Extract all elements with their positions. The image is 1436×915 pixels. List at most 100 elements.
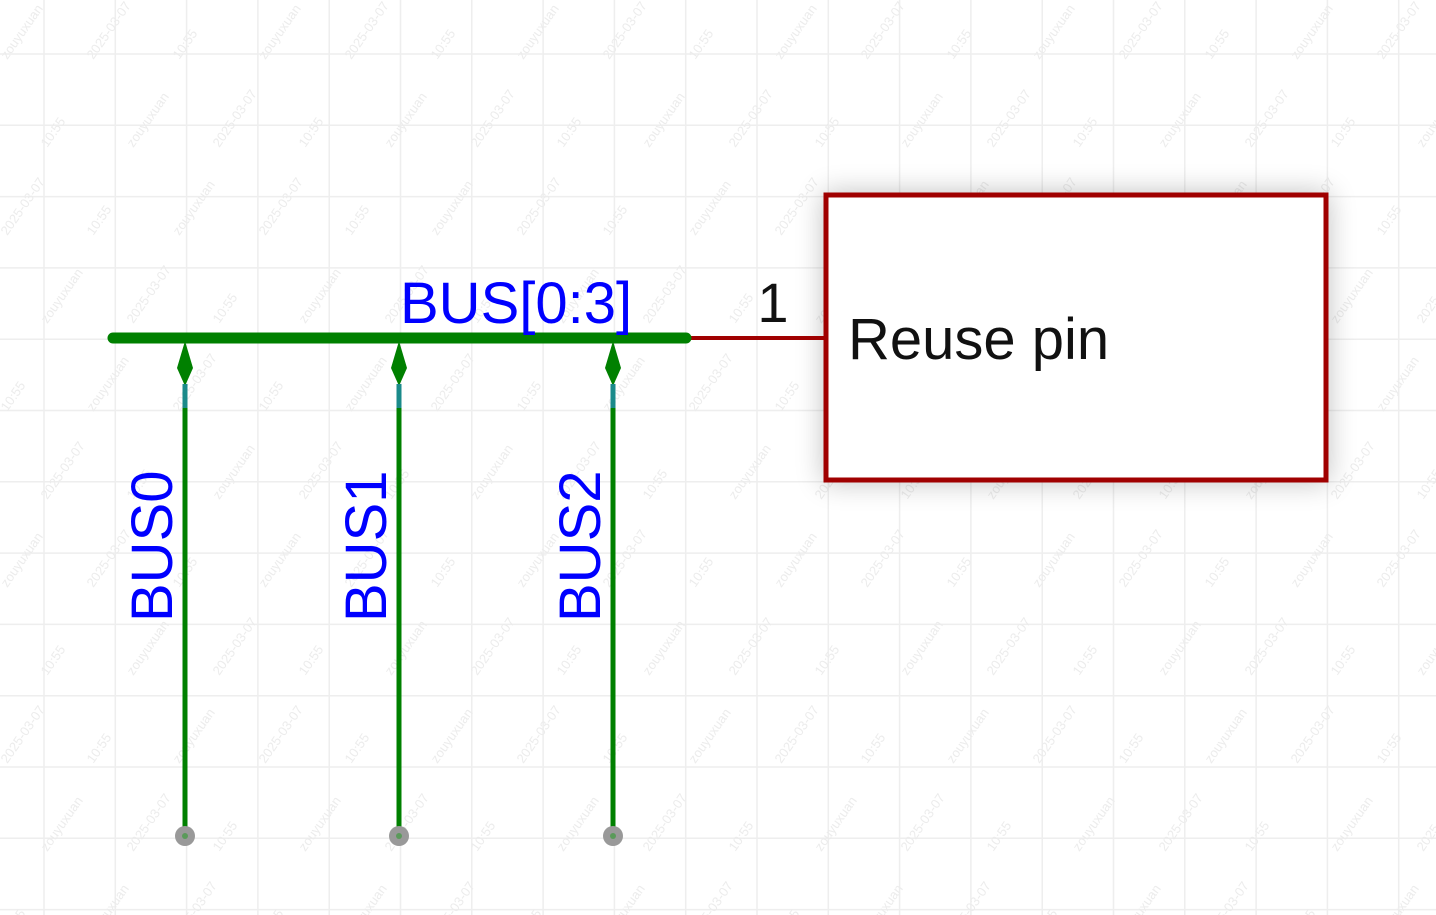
watermark-text: zouyuxuan bbox=[639, 90, 687, 150]
watermark-text: 2025-03-07 bbox=[513, 703, 563, 766]
watermark-text: zouyuxuan bbox=[295, 266, 343, 326]
component-name: Reuse pin bbox=[848, 307, 1109, 372]
watermark-text: 10:55 bbox=[599, 202, 630, 237]
watermark-text: 10:55 bbox=[553, 114, 584, 149]
watermark-text: zouyuxuan bbox=[169, 178, 217, 238]
bus-entry[interactable]: BUS0 bbox=[120, 341, 195, 846]
watermark-text: zouyuxuan bbox=[553, 794, 601, 854]
watermark-text: zouyuxuan bbox=[381, 618, 429, 678]
watermark-text: 2025-03-07 bbox=[123, 263, 173, 326]
watermark-text: zouyuxuan bbox=[83, 354, 131, 414]
watermark-text: zouyuxuan bbox=[725, 442, 773, 502]
component-body[interactable] bbox=[823, 192, 1329, 483]
watermark-text: 2025-03-07 bbox=[771, 703, 821, 766]
watermark-text: zouyuxuan bbox=[1069, 794, 1117, 854]
watermark-text: zouyuxuan bbox=[123, 90, 171, 150]
watermark-text: 10:55 bbox=[1287, 906, 1318, 915]
net-label-bus0[interactable]: BUS0 bbox=[120, 470, 185, 622]
watermark-text: 10:55 bbox=[209, 818, 240, 853]
watermark-text: 2025-03-07 bbox=[639, 263, 689, 326]
wire-endpoint-center bbox=[610, 833, 616, 839]
watermark-text: zouyuxuan bbox=[771, 530, 819, 590]
watermark-text: zouyuxuan bbox=[427, 706, 475, 766]
watermark-text: 2025-03-07 bbox=[639, 791, 689, 854]
watermark-text: 10:55 bbox=[1327, 114, 1358, 149]
net-label-bus1[interactable]: BUS1 bbox=[334, 470, 399, 622]
watermark-text: zouyuxuan bbox=[811, 794, 859, 854]
watermark-text: 10:55 bbox=[513, 378, 544, 413]
bus-entry[interactable]: BUS1 bbox=[334, 341, 409, 846]
watermark-text: 10:55 bbox=[811, 114, 842, 149]
bus-entry[interactable]: BUS2 bbox=[548, 341, 623, 846]
watermark-text: 10:55 bbox=[295, 114, 326, 149]
bus-entry-diamond bbox=[177, 341, 193, 386]
watermark-text: 10:55 bbox=[639, 466, 670, 501]
watermark-text: 2025-03-07 bbox=[685, 351, 735, 414]
watermark-text: 2025-03-07 bbox=[1241, 87, 1291, 150]
watermark-text: 2025-03-07 bbox=[1413, 791, 1436, 854]
watermark-text: zouyuxuan bbox=[209, 442, 257, 502]
watermark-text: 10:55 bbox=[771, 378, 802, 413]
watermark-text: zouyuxuan bbox=[0, 530, 46, 590]
watermark-text: 10:55 bbox=[255, 906, 286, 915]
bus[interactable]: BUS[0:3] bbox=[107, 271, 692, 344]
watermark-text: 10:55 bbox=[37, 114, 68, 149]
watermark-text: 10:55 bbox=[1413, 466, 1436, 501]
watermark-text: zouyuxuan bbox=[639, 618, 687, 678]
watermark-text: 2025-03-07 bbox=[381, 791, 431, 854]
watermark-text: 2025-03-07 bbox=[1413, 263, 1436, 326]
watermark-text: 10:55 bbox=[943, 554, 974, 589]
watermark-text: zouyuxuan bbox=[1287, 2, 1335, 62]
watermark-text: 2025-03-07 bbox=[1287, 703, 1337, 766]
watermark-text: 10:55 bbox=[1029, 906, 1060, 915]
watermark-text: 10:55 bbox=[1373, 202, 1404, 237]
watermark-text: zouyuxuan bbox=[1155, 90, 1203, 150]
watermark-text: 2025-03-07 bbox=[255, 703, 305, 766]
watermark-text: 10:55 bbox=[685, 554, 716, 589]
watermark-text: 10:55 bbox=[811, 642, 842, 677]
watermark-text: zouyuxuan bbox=[1413, 618, 1436, 678]
watermark-text: 10:55 bbox=[295, 642, 326, 677]
watermark-text: 2025-03-07 bbox=[1155, 791, 1205, 854]
watermark-text: 2025-03-07 bbox=[599, 0, 649, 62]
watermark-text: 2025-03-07 bbox=[1029, 703, 1079, 766]
watermark-text: zouyuxuan bbox=[771, 2, 819, 62]
watermark-text: 10:55 bbox=[209, 290, 240, 325]
watermark-text: zouyuxuan bbox=[685, 178, 733, 238]
watermark-text: 10:55 bbox=[553, 642, 584, 677]
watermark-text: 2025-03-07 bbox=[725, 87, 775, 150]
watermark-text: zouyuxuan bbox=[943, 706, 991, 766]
watermark-text: zouyuxuan bbox=[1327, 266, 1375, 326]
watermark-text: 10:55 bbox=[169, 26, 200, 61]
watermark-text: zouyuxuan bbox=[341, 354, 389, 414]
watermark-text: zouyuxuan bbox=[1029, 530, 1077, 590]
watermark-text: 2025-03-07 bbox=[123, 791, 173, 854]
watermark-text: 2025-03-07 bbox=[255, 175, 305, 238]
watermark-text: 10:55 bbox=[513, 906, 544, 915]
watermark-text: 2025-03-07 bbox=[37, 439, 87, 502]
bus-entry-diamond bbox=[605, 341, 621, 386]
component-reuse-pin[interactable]: 1 Reuse pin bbox=[688, 192, 1329, 483]
bus-label[interactable]: BUS[0:3] bbox=[400, 271, 632, 336]
watermark-text: 2025-03-07 bbox=[341, 0, 391, 62]
watermark-text: 2025-03-07 bbox=[0, 703, 48, 766]
watermark-text: zouyuxuan bbox=[0, 2, 46, 62]
watermark-text: 10:55 bbox=[37, 642, 68, 677]
watermark-text: 10:55 bbox=[857, 730, 888, 765]
watermark-text: 2025-03-07 bbox=[1115, 0, 1165, 62]
watermark-text: 2025-03-07 bbox=[427, 351, 477, 414]
watermark-text: zouyuxuan bbox=[513, 2, 561, 62]
watermark-text: 10:55 bbox=[943, 26, 974, 61]
watermark-text: 2025-03-07 bbox=[1327, 439, 1377, 502]
watermark-text: 2025-03-07 bbox=[897, 791, 947, 854]
net-label-bus2[interactable]: BUS2 bbox=[548, 470, 613, 622]
watermark-text: zouyuxuan bbox=[169, 706, 217, 766]
watermark-text: zouyuxuan bbox=[1029, 2, 1077, 62]
watermark-text: zouyuxuan bbox=[295, 794, 343, 854]
watermark-text: 10:55 bbox=[0, 906, 28, 915]
watermark-text: 10:55 bbox=[983, 818, 1014, 853]
watermark-text: 10:55 bbox=[427, 26, 458, 61]
watermark-text: 2025-03-07 bbox=[467, 87, 517, 150]
watermark-text: zouyuxuan bbox=[1287, 530, 1335, 590]
